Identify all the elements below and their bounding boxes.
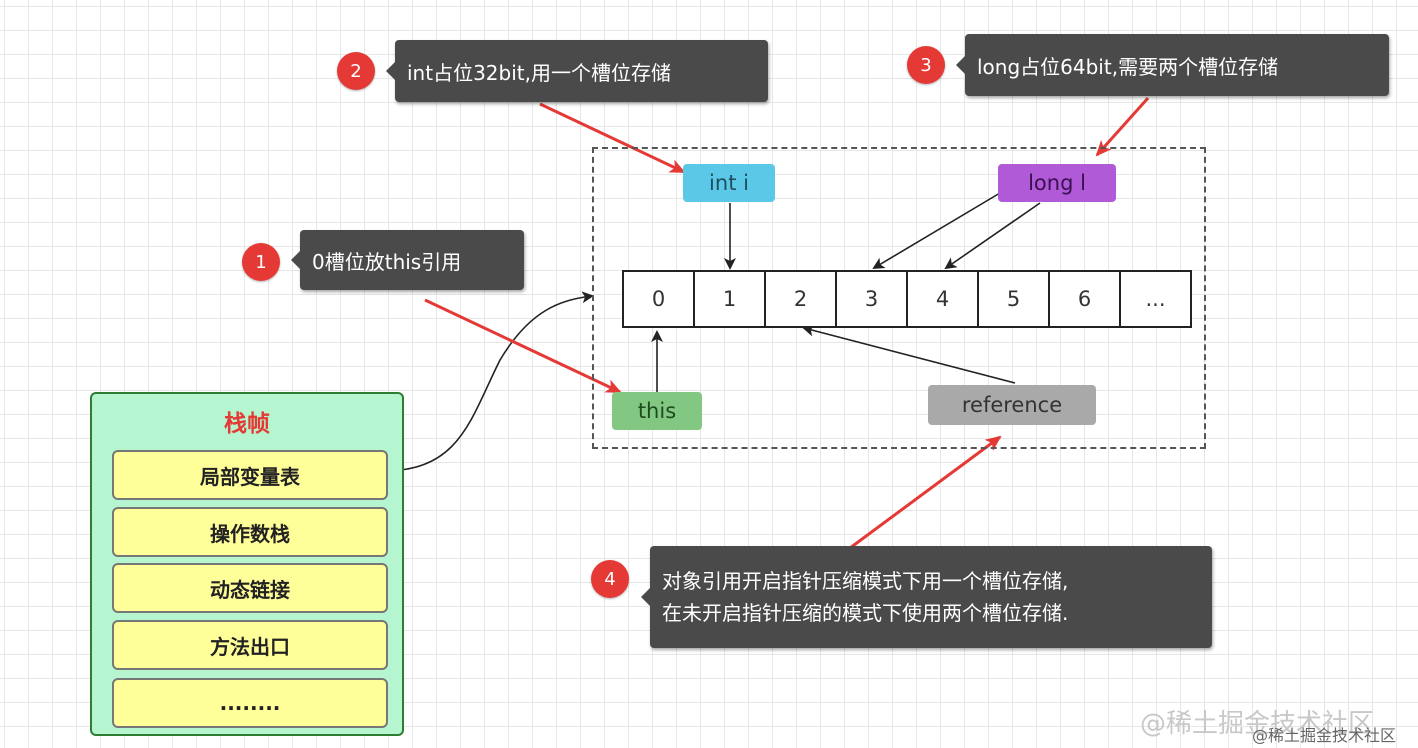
watermark: @稀土掘金技术社区 (1140, 709, 1375, 739)
red-arrow-2 (539, 102, 686, 174)
local-variable-slot-frame (592, 147, 1206, 449)
callout-4: 对象引用开启指针压缩模式下用一个槽位存储, 在未开启指针压缩的模式下使用两个槽位… (641, 546, 1212, 648)
arrow-localvars-to-slots (382, 291, 594, 472)
slot-more: ... (1145, 287, 1166, 311)
slot-1: 1 (695, 272, 766, 326)
slot-4: 4 (908, 272, 979, 326)
stack-item-local-variables: 局部变量表 (112, 450, 388, 500)
stack-item-return-address: 方法出口 (112, 620, 388, 670)
red-arrow-3 (1095, 96, 1150, 157)
callout-2: int占位32bit,用一个槽位存储 (386, 40, 768, 102)
stack-frame-title: 栈帧 (224, 411, 270, 437)
red-arrow-4 (849, 435, 1002, 550)
arrow-long-to-slot3 (872, 189, 1006, 270)
watermark-small: @稀土掘金技术社区 (1252, 726, 1397, 745)
stack-frame: 栈帧 局部变量表 操作数栈 动态链接 方法出口 ........ (90, 392, 404, 736)
arrow-reference-to-slot2 (802, 324, 1016, 384)
callout-3: long占位64bit,需要两个槽位存储 (956, 34, 1389, 96)
int-i-tag: int i (683, 164, 775, 202)
badge-3: 3 (907, 46, 945, 84)
badge-1: 1 (242, 243, 280, 281)
reference-tag: reference (928, 385, 1096, 425)
slot-2: 2 (766, 272, 837, 326)
this-tag: this (612, 392, 702, 430)
arrow-long-to-slot4 (944, 202, 1041, 270)
slot-array: 0 1 2 3 4 5 6 ... (622, 270, 1192, 328)
slot-5: 5 (979, 272, 1050, 326)
stack-item-operand-stack: 操作数栈 (112, 507, 388, 557)
callout-4-line-1: 对象引用开启指针压缩模式下用一个槽位存储, (662, 569, 1069, 593)
slot-0: 0 (624, 272, 695, 326)
callout-1: 0槽位放this引用 (291, 230, 524, 290)
badge-4: 4 (591, 560, 629, 598)
red-arrow-1 (424, 298, 622, 394)
stack-item-more: ........ (112, 678, 388, 728)
callout-4-line-2: 在未开启指针压缩的模式下使用两个槽位存储. (662, 601, 1069, 625)
slot-6: 6 (1050, 272, 1121, 326)
long-l-tag: long l (998, 164, 1116, 202)
stack-item-dynamic-linking: 动态链接 (112, 563, 388, 613)
badge-2: 2 (337, 52, 375, 90)
slot-3: 3 (837, 272, 908, 326)
